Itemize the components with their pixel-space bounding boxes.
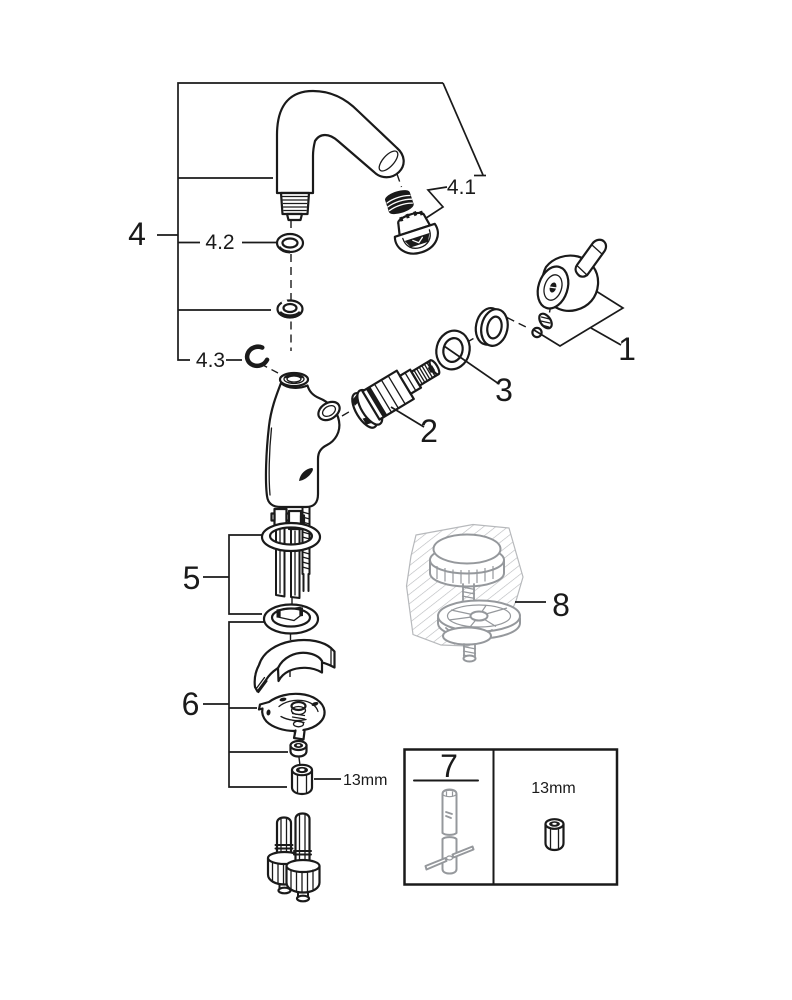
drain-flange — [442, 626, 492, 646]
part-label-2: 2 — [420, 413, 438, 449]
bracket-4-1 — [419, 186, 448, 223]
handle-assembly — [531, 238, 625, 347]
friction-ring — [474, 306, 509, 347]
retaining-clip-4-3 — [244, 344, 270, 369]
o-ring-4-2 — [275, 232, 305, 254]
part-label-6: 6 — [182, 686, 200, 722]
socket-wrench-tool — [424, 788, 475, 875]
spout-outlet-face — [378, 150, 399, 172]
horseshoe-washer — [257, 692, 326, 741]
leader-part-1 — [590, 327, 622, 346]
part-label-8: 8 — [552, 587, 570, 623]
handle-lever — [574, 238, 608, 278]
mounting-shank-group — [260, 507, 322, 599]
spray-head — [393, 210, 439, 255]
legend-hex-nut — [544, 818, 565, 852]
brand-logo-swoosh — [299, 467, 313, 481]
cartridge-drawing — [351, 359, 441, 429]
tool-legend-box — [403, 748, 619, 886]
leader-part-3 — [443, 345, 500, 385]
part-label-3: 3 — [495, 372, 513, 408]
hose-right — [285, 812, 321, 903]
slotted-ring — [262, 603, 320, 635]
drain-cap — [432, 533, 502, 565]
labels: 4 4.1 4.2 4.3 1 2 3 5 6 8 7 13mm 13mm — [128, 176, 636, 797]
part-label-4-3: 4.3 — [196, 349, 225, 372]
legend-wrench-size-label: 13mm — [531, 780, 575, 797]
part-label-4: 4 — [128, 216, 146, 252]
shank-washer — [289, 739, 308, 758]
bracket-part-1 — [533, 290, 625, 347]
leader-part-2 — [390, 406, 425, 428]
connection-hoses — [266, 812, 321, 903]
body-side-port — [317, 400, 341, 422]
horseshoe-screw — [290, 700, 307, 728]
hex-nut-13mm — [290, 763, 314, 796]
wrench-size-label: 13mm — [343, 772, 387, 789]
part-label-4-1: 4.1 — [447, 176, 476, 199]
wedge-spacer — [253, 638, 336, 694]
spout-drawing — [275, 89, 405, 222]
part-label-4-2: 4.2 — [205, 231, 234, 254]
spout-bearing-ring — [276, 299, 304, 319]
handle-screw — [538, 312, 553, 330]
bracket-group-5 — [203, 534, 263, 615]
drain-assembly — [405, 523, 546, 663]
escutcheon-ring — [435, 329, 471, 371]
bracket-group-4 — [157, 82, 486, 361]
bracket-group-6 — [203, 621, 288, 788]
part-label-7: 7 — [440, 748, 458, 784]
faucet-body — [264, 371, 341, 509]
aerator-housing — [385, 190, 414, 215]
part-label-5: 5 — [183, 560, 201, 596]
part-label-1: 1 — [618, 331, 636, 367]
